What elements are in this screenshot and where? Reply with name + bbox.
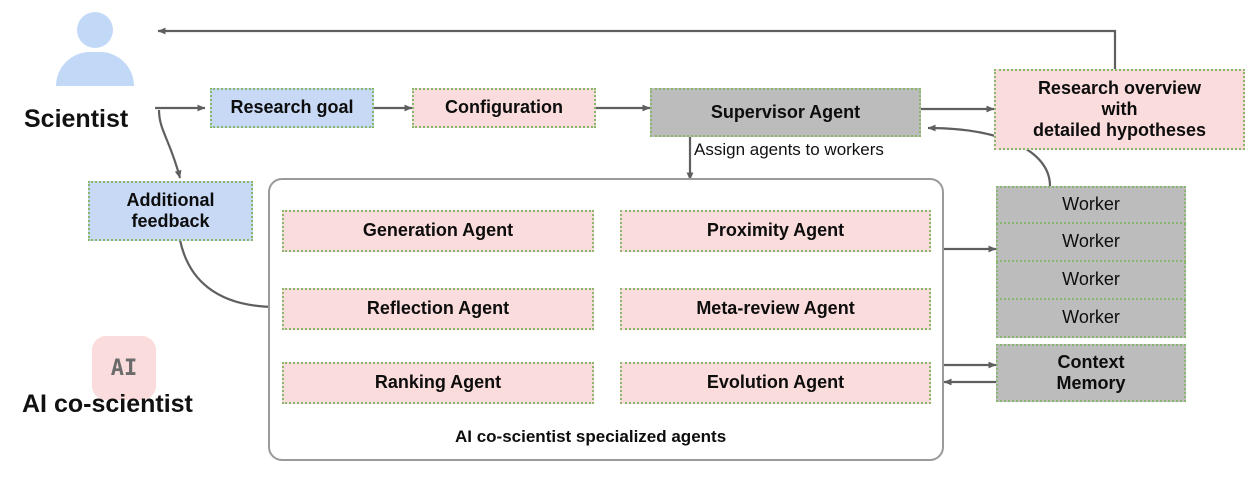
node-ranking-agent[interactable]: Ranking Agent [282, 362, 594, 404]
wire-overview-to-scientist [157, 27, 1117, 70]
avatar-body [56, 52, 134, 86]
wire-scientist-to-additional-feedback [157, 109, 182, 179]
node-context-memory[interactable]: Context Memory [996, 344, 1186, 402]
avatar-head [77, 12, 113, 48]
assign-agents-label: Assign agents to workers [694, 140, 884, 159]
node-generation-agent[interactable]: Generation Agent [282, 210, 594, 252]
scientist-label: Scientist [24, 105, 129, 133]
scientist-avatar-icon [52, 12, 138, 86]
ai-logo-icon: AI [92, 336, 156, 400]
agents-panel-caption: AI co-scientist specialized agents [455, 427, 727, 446]
node-worker-1[interactable]: Worker [996, 186, 1186, 224]
wire-feedback-to-reflection [178, 239, 278, 311]
ai-coscientist-label: AI co-scientist [22, 390, 193, 418]
node-reflection-agent[interactable]: Reflection Agent [282, 288, 594, 330]
node-research-overview[interactable]: Research overview with detailed hypothes… [994, 69, 1245, 150]
node-worker-2[interactable]: Worker [996, 224, 1186, 262]
node-research-goal[interactable]: Research goal [210, 88, 374, 128]
node-proximity-agent[interactable]: Proximity Agent [620, 210, 931, 252]
node-worker-3[interactable]: Worker [996, 262, 1186, 300]
node-meta-review-agent[interactable]: Meta-review Agent [620, 288, 931, 330]
node-supervisor-agent[interactable]: Supervisor Agent [650, 88, 921, 137]
node-evolution-agent[interactable]: Evolution Agent [620, 362, 931, 404]
node-configuration[interactable]: Configuration [412, 88, 596, 128]
node-additional-feedback[interactable]: Additional feedback [88, 181, 253, 241]
node-worker-4[interactable]: Worker [996, 300, 1186, 338]
